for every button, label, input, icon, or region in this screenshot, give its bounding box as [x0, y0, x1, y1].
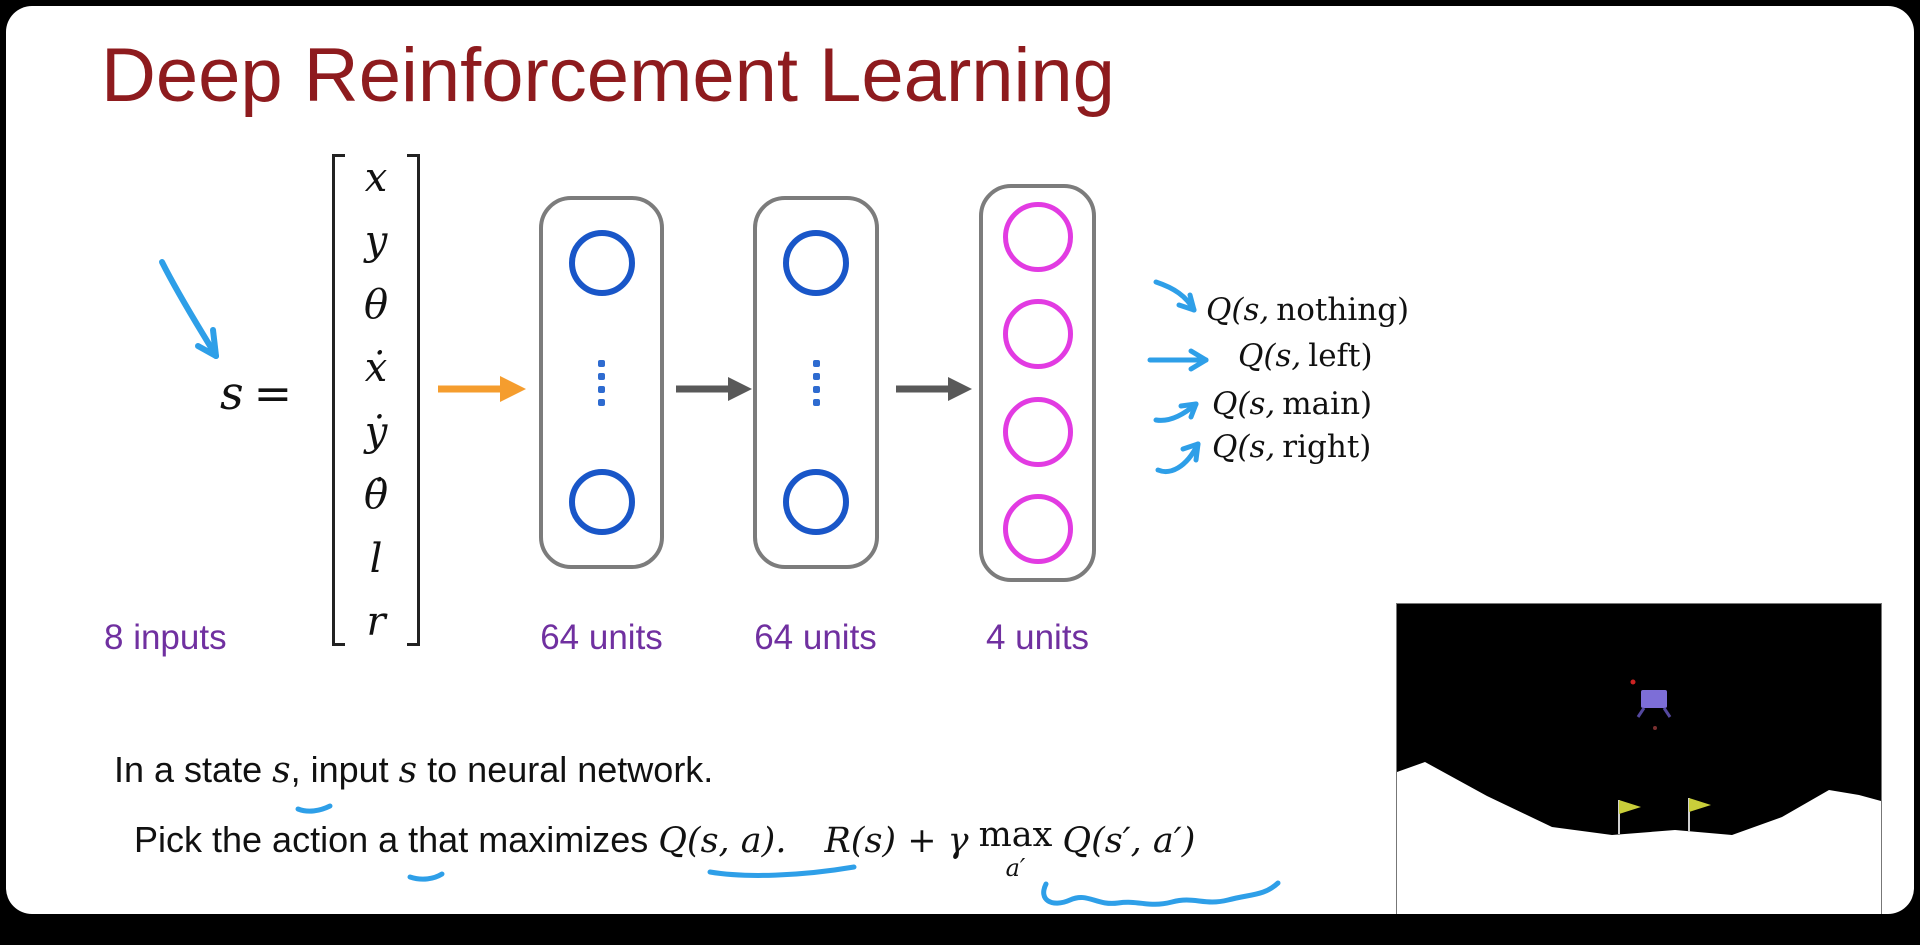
q-arrow-icon [1155, 441, 1201, 474]
state-element: x [364, 155, 388, 201]
underline-annotation-icon [707, 864, 857, 878]
state-var-inline: s [398, 750, 418, 791]
note-text: to neural network. [417, 749, 714, 790]
q-action: main) [1282, 386, 1373, 422]
underbrace-annotation-icon [1041, 880, 1281, 907]
dot [598, 359, 605, 367]
equals-sign: = [253, 366, 293, 420]
slide: Deep Reinforcement Learning s= x y θ ẋ … [6, 6, 1914, 914]
note-text: that maximizes [398, 819, 659, 860]
q-fn: Q(s, [1212, 429, 1276, 465]
dot [812, 385, 820, 393]
note-line-2: Pick the action a that maximizes Q(s, a)… [134, 815, 1196, 882]
output-unit-circle [1002, 202, 1073, 272]
dot [598, 398, 605, 406]
q-value-text: Q(s,main) [1212, 386, 1372, 422]
q-arrow-icon [1153, 401, 1199, 423]
state-variable: s [220, 366, 244, 420]
output-unit-circle [1002, 493, 1073, 564]
output-unit-circle [1002, 299, 1073, 370]
max-label: max [978, 815, 1053, 855]
state-equation-lhs: s= [220, 366, 292, 420]
lunar-lander-game-panel [1396, 603, 1882, 914]
output-unit-circle [1002, 396, 1073, 467]
note-text: , input [290, 749, 399, 790]
hidden-unit-circle [783, 230, 849, 296]
dot [812, 359, 820, 367]
state-element: ẋ [364, 345, 388, 392]
q-arrow-icon [1147, 348, 1209, 372]
q-action: left) [1308, 338, 1373, 374]
output-layer [979, 184, 1096, 582]
q-arrow-icon [1153, 279, 1197, 313]
state-var-inline: s [272, 750, 291, 791]
q-fn: Q(s, [1238, 338, 1302, 374]
flag-pennant-icon [1619, 800, 1641, 814]
lunar-lander-frame [1397, 604, 1881, 914]
q-value-text: Q(s,left) [1238, 338, 1373, 374]
ellipsis-dots-icon [598, 359, 605, 406]
q-action: right) [1282, 429, 1372, 465]
q-sa-expression: Q(s, a). [658, 821, 787, 861]
moon-terrain [1397, 762, 1881, 914]
state-element: θ̇ [363, 472, 389, 519]
layer-label: 4 units [985, 618, 1090, 657]
layer-arrow-icon [896, 377, 972, 401]
hidden-layer-1 [539, 196, 664, 569]
note-line-1: In a state s, input s to neural network. [114, 748, 713, 792]
inputs-count-label: 8 inputs [104, 618, 227, 657]
layer-label: 64 units [754, 618, 877, 657]
note-text: In a state [114, 749, 273, 790]
q-sprime-expression: Q(s′, a′) [1062, 821, 1196, 861]
state-element: θ [363, 281, 389, 328]
q-action: nothing) [1276, 292, 1410, 328]
particle-dot [1630, 679, 1636, 685]
page-title: Deep Reinforcement Learning [101, 33, 1115, 118]
dot [598, 372, 605, 380]
q-fn: Q(s, [1206, 292, 1270, 328]
hidden-unit-circle [568, 469, 635, 535]
bellman-lhs: R(s) + γ [824, 821, 969, 861]
lander-body [1641, 690, 1667, 708]
state-element: y [364, 218, 388, 265]
underline-annotation-icon [407, 871, 445, 882]
state-element: r [366, 598, 386, 645]
dot [812, 372, 820, 380]
state-pointer-arrow-icon [159, 259, 219, 359]
flag-pennant-icon [1689, 798, 1711, 812]
left-bracket [332, 154, 345, 646]
state-vector: x y θ ẋ ẏ θ̇ l r [332, 154, 420, 646]
action-var-inline: a [378, 819, 399, 860]
q-value-text: Q(s,right) [1212, 429, 1371, 465]
note-text: Pick the action [134, 819, 379, 860]
state-element: ẏ [364, 408, 388, 455]
ellipsis-dots-icon [812, 359, 820, 406]
dot [598, 385, 605, 393]
layer-label: 64 units [540, 618, 663, 657]
right-bracket [407, 154, 420, 646]
particle-dot [1653, 726, 1657, 730]
hidden-unit-circle [783, 469, 849, 535]
hidden-layer-2 [753, 196, 879, 569]
dot [812, 398, 820, 406]
hidden-unit-circle [568, 230, 635, 296]
layer-arrow-icon [676, 377, 752, 401]
lander-legs [1636, 707, 1672, 718]
state-element: l [369, 535, 383, 582]
max-subscript: a′ [1005, 854, 1026, 882]
underline-annotation-icon [295, 803, 333, 814]
q-value-text: Q(s,nothing) [1206, 292, 1409, 328]
input-arrow-icon [438, 376, 526, 402]
q-fn: Q(s, [1212, 386, 1276, 422]
